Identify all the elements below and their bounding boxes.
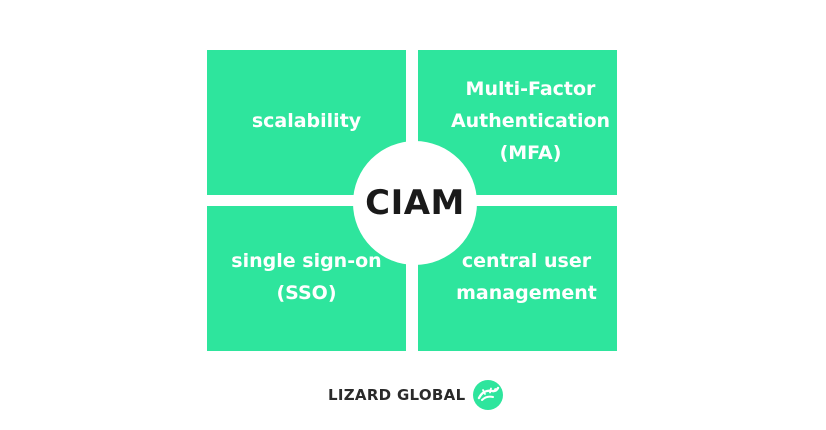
- quadrant-label: Authentication: [450, 109, 611, 132]
- quadrant-label: central user: [461, 249, 592, 272]
- quadrant-label: Multi-Factor: [465, 77, 596, 100]
- brand-name: LIZARD GLOBAL: [328, 386, 466, 404]
- quadrant-label: (SSO): [276, 281, 337, 304]
- center-circle: CIAM: [353, 141, 477, 265]
- quadrant-central-user-management: central user management: [418, 206, 617, 351]
- quadrant-scalability: scalability: [207, 50, 406, 195]
- footer-brand: LIZARD GLOBAL: [328, 378, 505, 412]
- quadrant-label: scalability: [251, 109, 362, 132]
- center-title: CIAM: [365, 183, 465, 223]
- quadrant-label: management: [456, 281, 597, 304]
- quadrant-label: (MFA): [499, 141, 562, 164]
- lizard-logo-icon: [473, 380, 504, 410]
- quadrant-label: single sign-on: [231, 249, 382, 272]
